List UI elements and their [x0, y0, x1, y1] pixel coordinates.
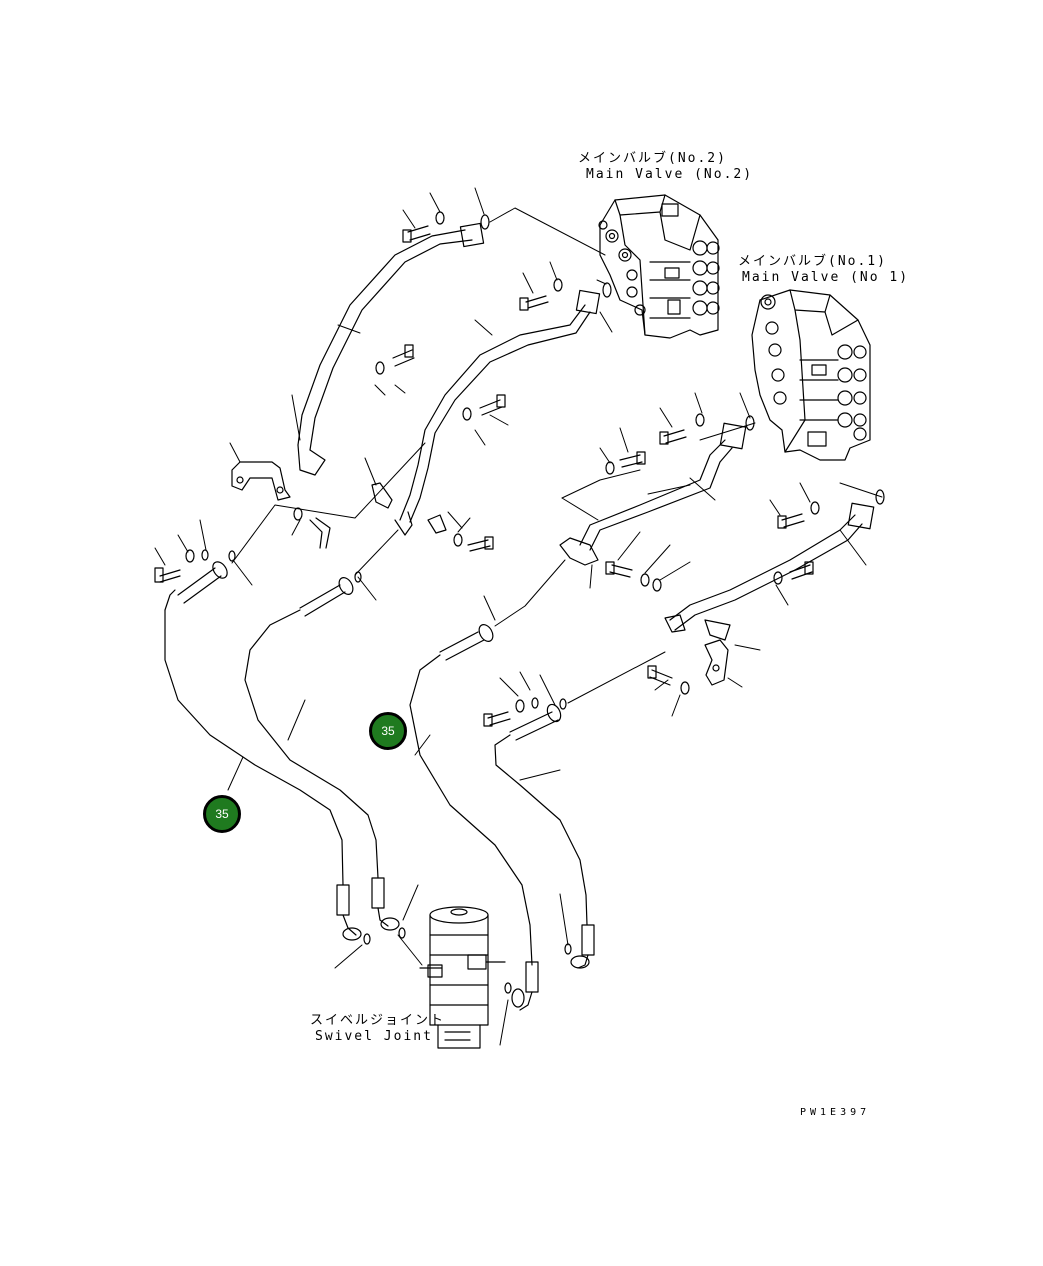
swivel-joint [419, 906, 506, 1049]
bracket-right [704, 639, 729, 686]
swivel-joint-label-jp: スイベルジョイント [310, 1013, 446, 1028]
bracket-left [231, 461, 447, 534]
main-valve-no1 [751, 289, 871, 461]
hose-fittings-top [177, 561, 562, 741]
left-pipe-upper [297, 222, 485, 476]
main-valve-no1-label-jp: メインバルブ(No.1) [738, 254, 887, 269]
hose-3 [409, 654, 533, 966]
leader-lines [154, 187, 883, 1046]
hose-1 [164, 589, 344, 886]
swivel-joint-label-en: Swivel Joint [315, 1029, 433, 1044]
fasteners [154, 211, 885, 994]
callout-badge-35-left[interactable]: 35 [203, 795, 241, 833]
main-valve-no2 [598, 194, 720, 339]
right-pipe-upper [559, 422, 747, 566]
main-valve-no2-label-jp: メインバルブ(No.2) [578, 151, 727, 166]
hose-4 [494, 734, 588, 926]
hose-fittings-bottom [336, 877, 595, 1011]
right-pipe-second [664, 502, 875, 641]
hose-2 [244, 609, 379, 879]
main-valve-no1-label-en: Main Valve (No 1) [742, 270, 910, 285]
left-pipe-second [394, 289, 601, 536]
main-valve-no2-label-en: Main Valve (No.2) [586, 167, 754, 182]
callout-badge-35-center[interactable]: 35 [369, 712, 407, 750]
drawing-code: PW1E397 [800, 1107, 871, 1118]
